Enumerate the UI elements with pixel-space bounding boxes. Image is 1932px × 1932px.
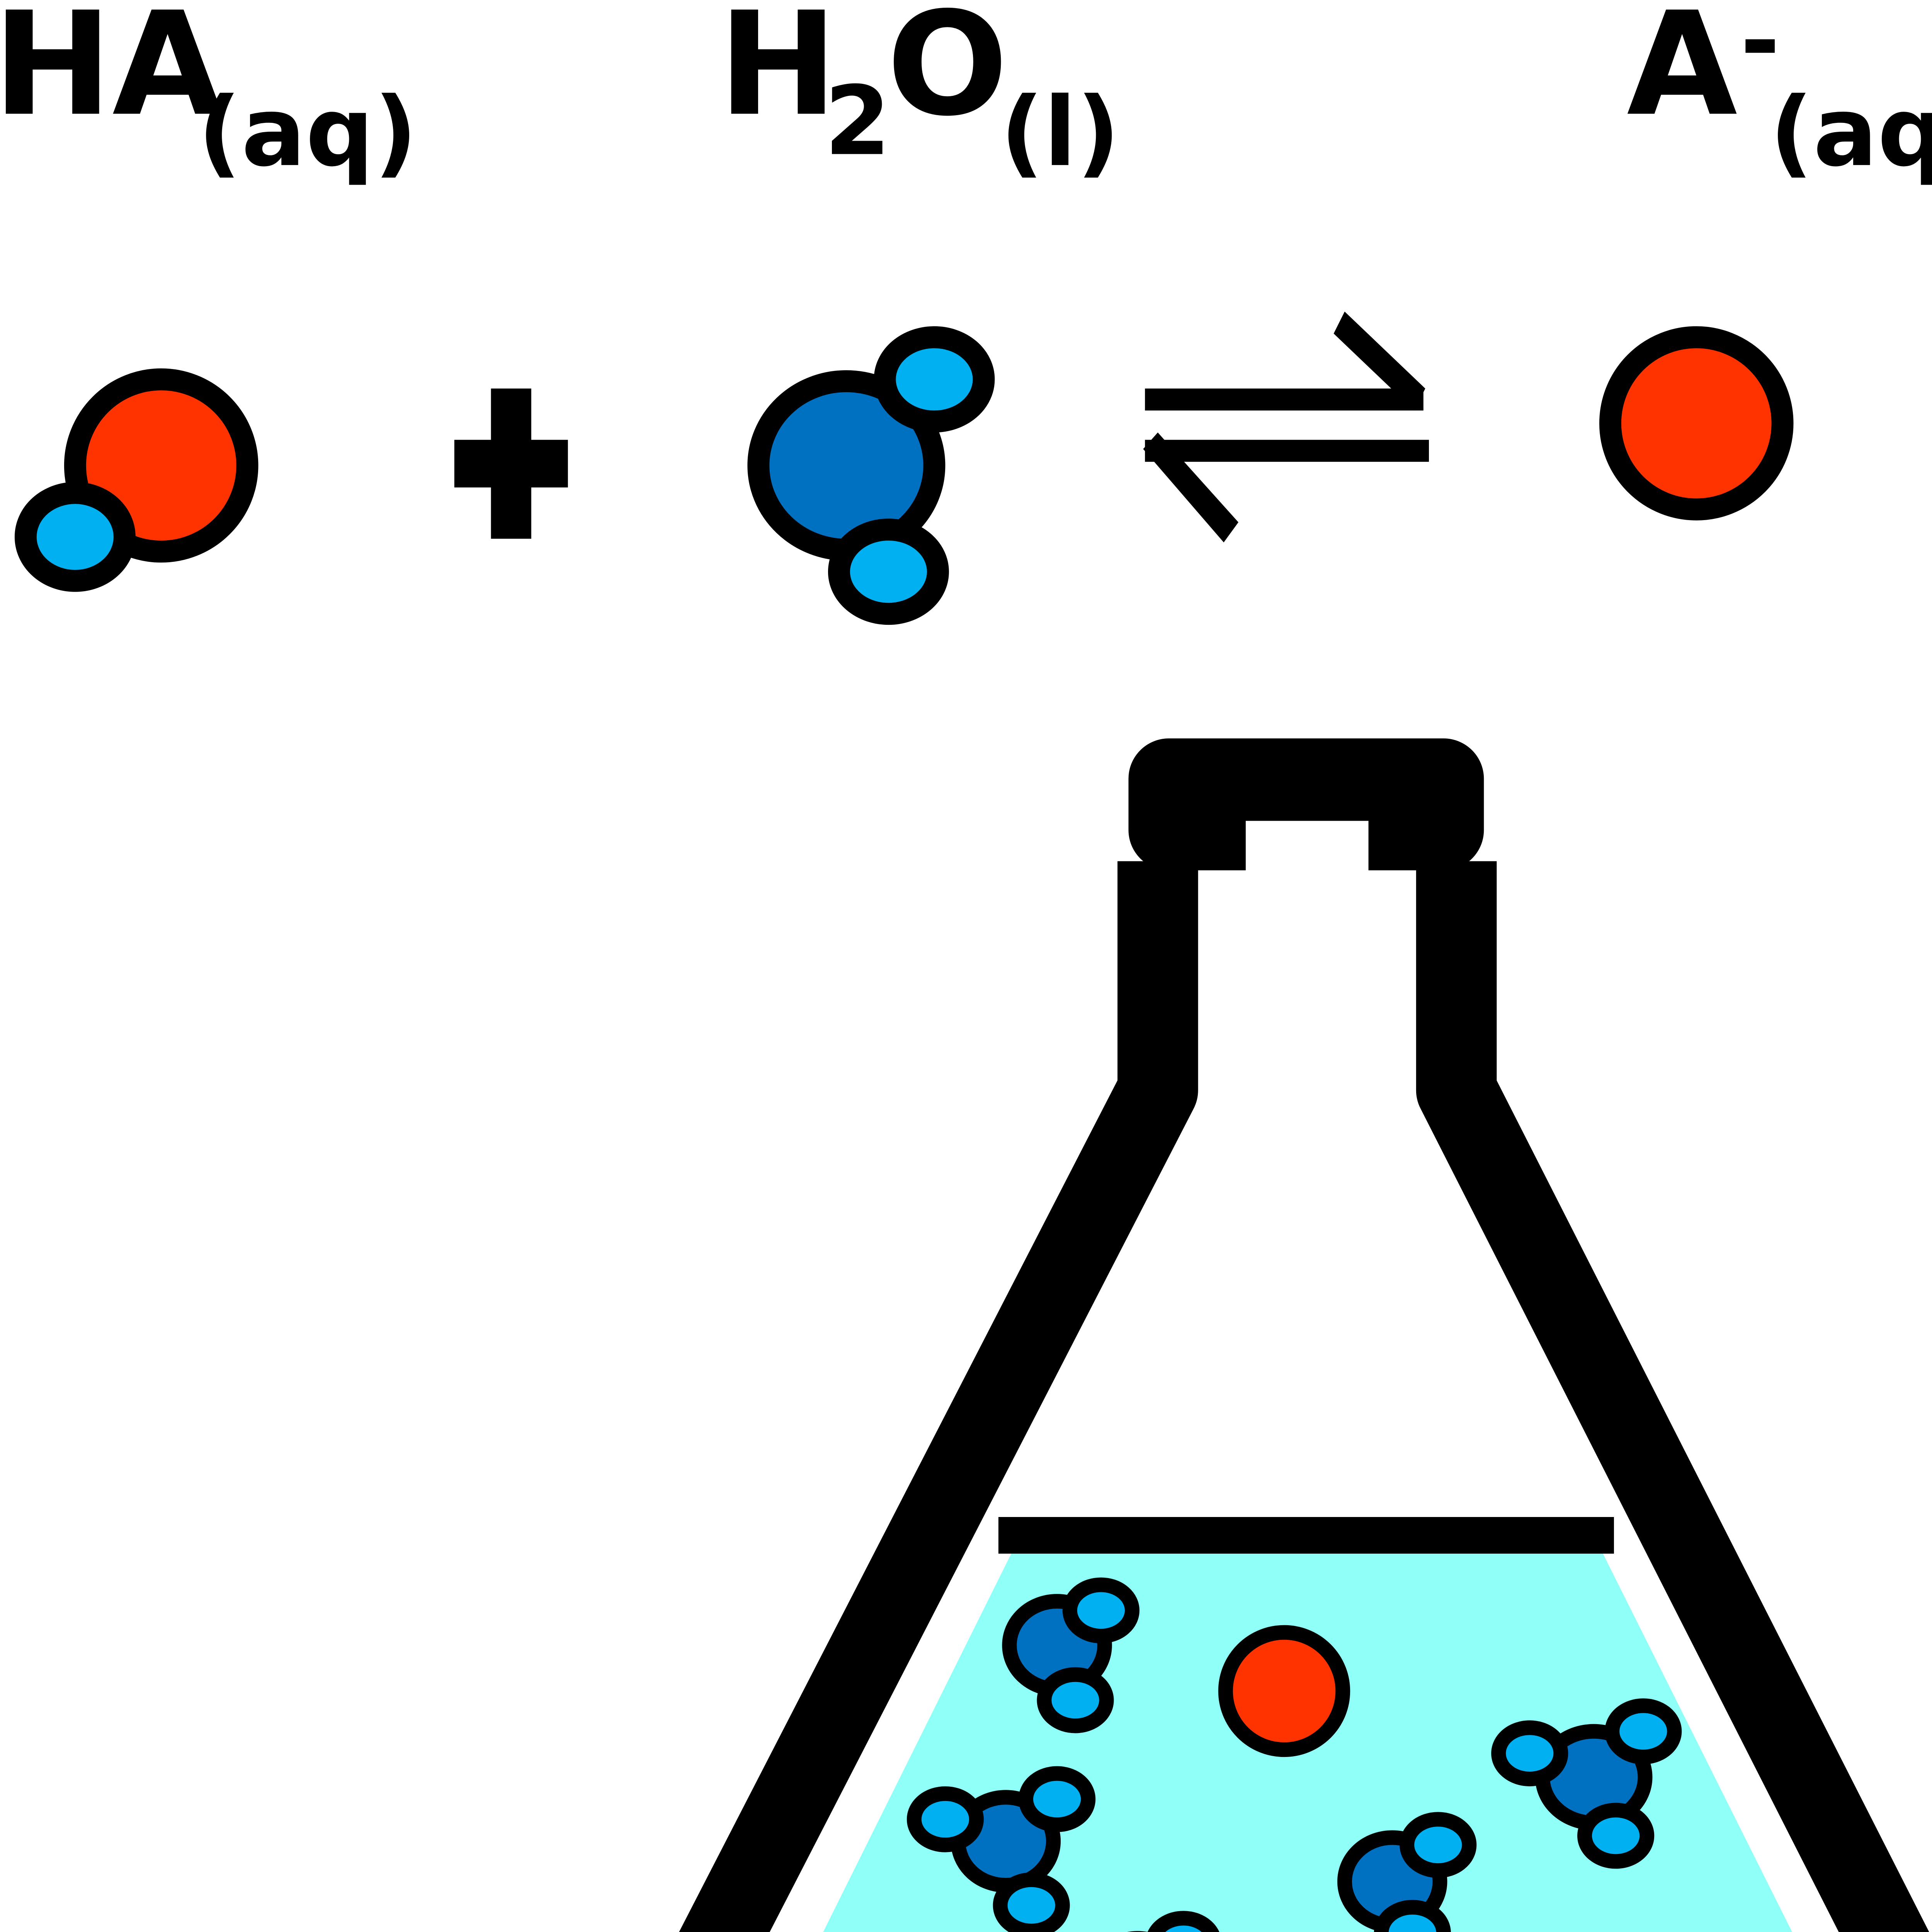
hydronium-molecule-icon: [1491, 1698, 1682, 1869]
conjugate-base-molecule-icon: [1599, 326, 1794, 520]
hydronium-molecule-icon: [1002, 1577, 1139, 1733]
plus-icon: [454, 388, 568, 539]
conjugate-base-molecule-icon: [1218, 1625, 1350, 1757]
label-ha: HA (aq): [0, 0, 417, 188]
svg-text:A: A: [1627, 0, 1738, 148]
equilibrium-arrow-icon: [1143, 311, 1429, 543]
label-a-minus: A - (aq): [1627, 0, 1932, 188]
water-molecule-icon: [1127, 1911, 1219, 1932]
svg-text:(aq): (aq): [1770, 77, 1932, 188]
hydronium-molecule-icon: [906, 1766, 1096, 1932]
svg-text:(aq): (aq): [198, 77, 417, 188]
label-h2o: H 2 O (l): [718, 0, 1120, 188]
svg-text:(l): (l): [1000, 77, 1120, 188]
svg-text:-: -: [1740, 0, 1780, 96]
svg-text:2: 2: [824, 66, 891, 177]
water-molecule-icon: [1337, 1812, 1477, 1932]
water-molecule-icon: [747, 326, 995, 625]
svg-text:O: O: [887, 0, 1008, 148]
ha-molecule-icon: [14, 368, 259, 592]
svg-text:H: H: [718, 0, 838, 148]
svg-text:HA: HA: [0, 0, 224, 148]
erlenmeyer-flask-icon: [679, 738, 1929, 1932]
